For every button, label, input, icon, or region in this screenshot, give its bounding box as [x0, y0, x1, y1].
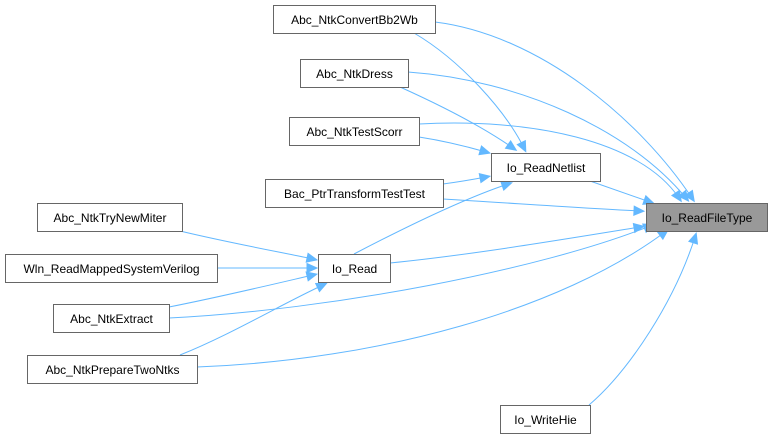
- node-convert[interactable]: Abc_NtkConvertBb2Wb: [273, 5, 436, 34]
- edge-line: [196, 231, 666, 368]
- node-box[interactable]: [289, 117, 420, 146]
- arrowhead-icon: [314, 282, 328, 293]
- node-readfiletype[interactable]: Io_ReadFileType: [646, 203, 768, 232]
- node-dress[interactable]: Abc_NtkDress: [300, 59, 409, 88]
- node-box[interactable]: [500, 405, 591, 434]
- arrowhead-icon: [500, 181, 513, 192]
- edge-line: [179, 284, 324, 356]
- arrowhead-icon: [306, 262, 319, 274]
- edge-line: [168, 225, 651, 319]
- edge-ioread-to-readnetlist: [353, 181, 513, 255]
- edge-ioread-to-readfiletype: [389, 222, 646, 264]
- edge-line: [434, 21, 693, 199]
- edge-extract-to-readfiletype: [168, 223, 655, 319]
- node-box[interactable]: [646, 203, 768, 232]
- edge-bac-to-readfiletype: [442, 198, 646, 216]
- node-trynewmiter[interactable]: Abc_NtkTryNewMiter: [37, 203, 183, 232]
- arrowhead-icon: [478, 173, 492, 184]
- node-label[interactable]: Bac_PtrTransformTestTest: [284, 187, 426, 201]
- node-box[interactable]: [491, 153, 601, 182]
- edge-line: [179, 230, 314, 260]
- arrowhead-icon: [677, 189, 690, 203]
- edge-writehie-to-readfiletype: [588, 232, 699, 406]
- edge-line: [407, 71, 687, 199]
- node-label[interactable]: Abc_NtkExtract: [70, 312, 153, 326]
- node-label[interactable]: Io_ReadNetlist: [507, 161, 586, 175]
- edge-line: [389, 226, 641, 264]
- edge-line: [588, 236, 696, 406]
- node-extract[interactable]: Abc_NtkExtract: [53, 304, 170, 333]
- node-bac[interactable]: Bac_PtrTransformTestTest: [265, 179, 444, 208]
- node-box[interactable]: [5, 254, 218, 283]
- arrowhead-icon: [688, 232, 699, 245]
- edge-testscorr-to-readfiletype: [418, 122, 682, 203]
- edge-dress-to-readnetlist: [399, 86, 518, 151]
- node-box[interactable]: [37, 203, 183, 232]
- node-label[interactable]: Abc_NtkTryNewMiter: [54, 211, 167, 225]
- edge-readnetlist-to-readfiletype: [589, 180, 655, 205]
- arrowhead-icon: [670, 189, 682, 203]
- edge-preparetwo-to-ioread: [179, 282, 328, 356]
- nodes-layer: Abc_NtkConvertBb2WbAbc_NtkDressAbc_NtkTe…: [5, 5, 768, 434]
- node-readnetlist[interactable]: Io_ReadNetlist: [491, 153, 601, 182]
- node-wln[interactable]: Wln_ReadMappedSystemVerilog: [5, 254, 218, 283]
- node-box[interactable]: [273, 5, 436, 34]
- edge-line: [353, 183, 509, 255]
- edge-line: [418, 122, 680, 199]
- node-label[interactable]: Abc_NtkTestScorr: [306, 125, 402, 139]
- edge-line: [442, 176, 487, 185]
- edge-trynewmiter-to-ioread: [179, 230, 319, 263]
- edge-line: [413, 32, 525, 149]
- arrowhead-icon: [305, 271, 319, 282]
- arrowhead-icon: [684, 189, 695, 203]
- node-box[interactable]: [53, 304, 170, 333]
- edge-line: [399, 86, 514, 149]
- edge-bac-to-readnetlist: [442, 173, 492, 185]
- edge-convert-to-readfiletype: [434, 21, 695, 203]
- arrowhead-icon: [478, 145, 492, 156]
- node-box[interactable]: [265, 179, 444, 208]
- edges-layer: [168, 21, 699, 406]
- edge-line: [418, 136, 487, 153]
- node-ioread[interactable]: Io_Read: [318, 254, 391, 283]
- edge-convert-to-readnetlist: [413, 32, 527, 153]
- arrowhead-icon: [516, 139, 527, 153]
- node-box[interactable]: [318, 254, 391, 283]
- node-preparetwo[interactable]: Abc_NtkPrepareTwoNtks: [27, 355, 198, 384]
- node-label[interactable]: Io_Read: [332, 262, 377, 276]
- node-label[interactable]: Abc_NtkDress: [316, 67, 393, 81]
- arrowhead-icon: [305, 252, 319, 263]
- edge-extract-to-ioread: [168, 271, 319, 308]
- node-box[interactable]: [300, 59, 409, 88]
- arrowhead-icon: [642, 194, 655, 205]
- node-box[interactable]: [27, 355, 198, 384]
- edge-line: [168, 274, 314, 308]
- edge-wln-to-ioread: [217, 262, 319, 274]
- edge-dress-to-readfiletype: [407, 71, 690, 203]
- node-testscorr[interactable]: Abc_NtkTestScorr: [289, 117, 420, 146]
- edge-line: [589, 180, 651, 203]
- node-writehie[interactable]: Io_WriteHie: [500, 405, 591, 434]
- edge-line: [442, 198, 641, 212]
- arrowhead-icon: [504, 139, 518, 151]
- node-label[interactable]: Abc_NtkPrepareTwoNtks: [45, 363, 179, 377]
- node-label[interactable]: Io_ReadFileType: [662, 211, 753, 225]
- node-label[interactable]: Io_WriteHie: [514, 413, 577, 427]
- arrowhead-icon: [633, 205, 646, 216]
- arrowhead-icon: [632, 222, 646, 234]
- node-label[interactable]: Abc_NtkConvertBb2Wb: [291, 13, 418, 27]
- node-label[interactable]: Wln_ReadMappedSystemVerilog: [23, 262, 199, 276]
- edge-testscorr-to-readnetlist: [418, 136, 492, 156]
